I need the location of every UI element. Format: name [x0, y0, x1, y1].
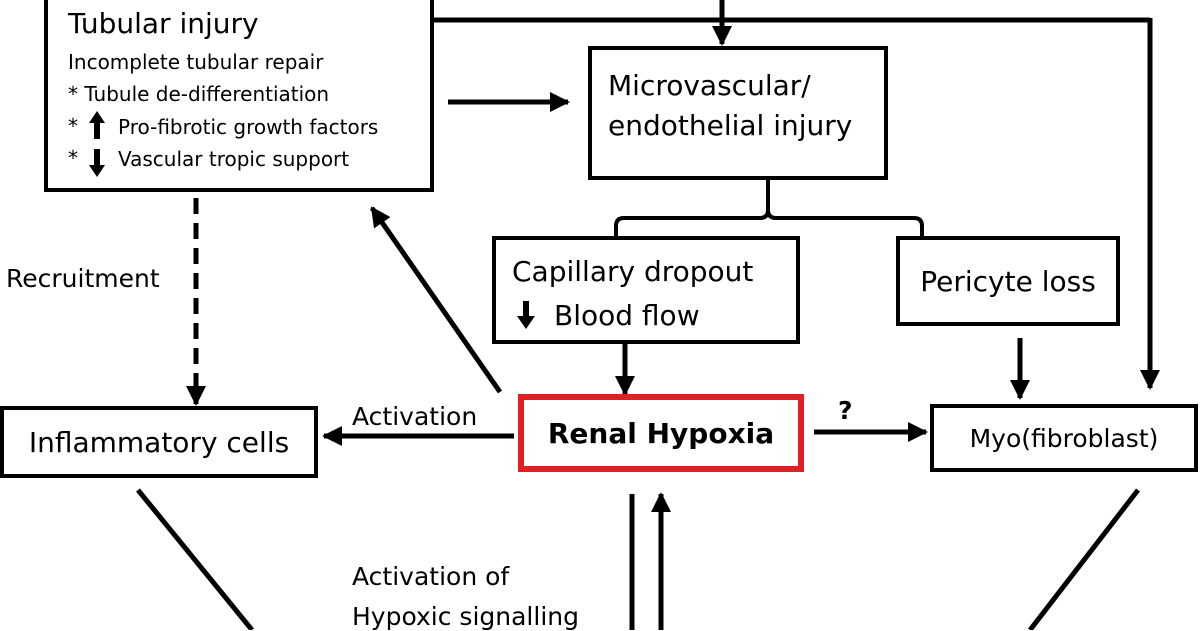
myofibroblast-box: Myo(fibroblast): [930, 404, 1198, 472]
incomplete-repair-text: Incomplete tubular repair: [68, 50, 324, 74]
renal-hypoxia-box: Renal Hypoxia: [518, 394, 804, 472]
arrow-down-icon: [517, 301, 535, 329]
microvascular-line1: Microvascular/: [608, 69, 811, 102]
vascular-support-text: Vascular tropic support: [118, 147, 350, 171]
renal-hypoxia-label: Renal Hypoxia: [547, 416, 775, 450]
tubular-injury-title: Tubular injury: [68, 7, 259, 40]
question-mark-label: ?: [838, 396, 853, 425]
pericyte-loss-box: Pericyte loss: [896, 236, 1120, 326]
split-bracket: [614, 180, 924, 236]
bullet-star: *: [68, 146, 78, 170]
inflammatory-cells-box: Inflammatory cells: [0, 406, 318, 478]
arrow-up-icon: [89, 111, 105, 139]
capillary-dropout-box: Capillary dropout Blood flow: [492, 236, 800, 344]
activation-label: Activation: [352, 402, 478, 431]
inflammatory-cells-label: Inflammatory cells: [28, 425, 290, 459]
capillary-dropout-line1: Capillary dropout: [512, 255, 754, 288]
microvascular-injury-box: Microvascular/ endothelial injury: [588, 46, 888, 180]
pericyte-loss-label: Pericyte loss: [920, 264, 1096, 298]
line-inflammatory-diagonal: [136, 488, 254, 630]
blood-flow-text: Blood flow: [554, 299, 700, 332]
microvascular-line2: endothelial injury: [608, 109, 853, 142]
myofibroblast-label: Myo(fibroblast): [969, 423, 1159, 453]
arrow-hypoxia-to-tubular: [369, 206, 503, 394]
hypoxic-signalling-line2: Hypoxic signalling: [352, 602, 579, 631]
hypoxic-signalling-line1: Activation of: [352, 562, 510, 591]
line-myofibroblast-diagonal: [1028, 488, 1140, 630]
dedifferentiation-text: * Tubule de-differentiation: [68, 82, 330, 106]
tubular-injury-box: Tubular injury Incomplete tubular repair…: [44, 0, 434, 192]
recruitment-label: Recruitment: [6, 264, 160, 293]
growth-factors-text: Pro-fibrotic growth factors: [118, 115, 379, 139]
bullet-star: *: [68, 114, 78, 138]
arrow-down-icon: [89, 149, 105, 177]
